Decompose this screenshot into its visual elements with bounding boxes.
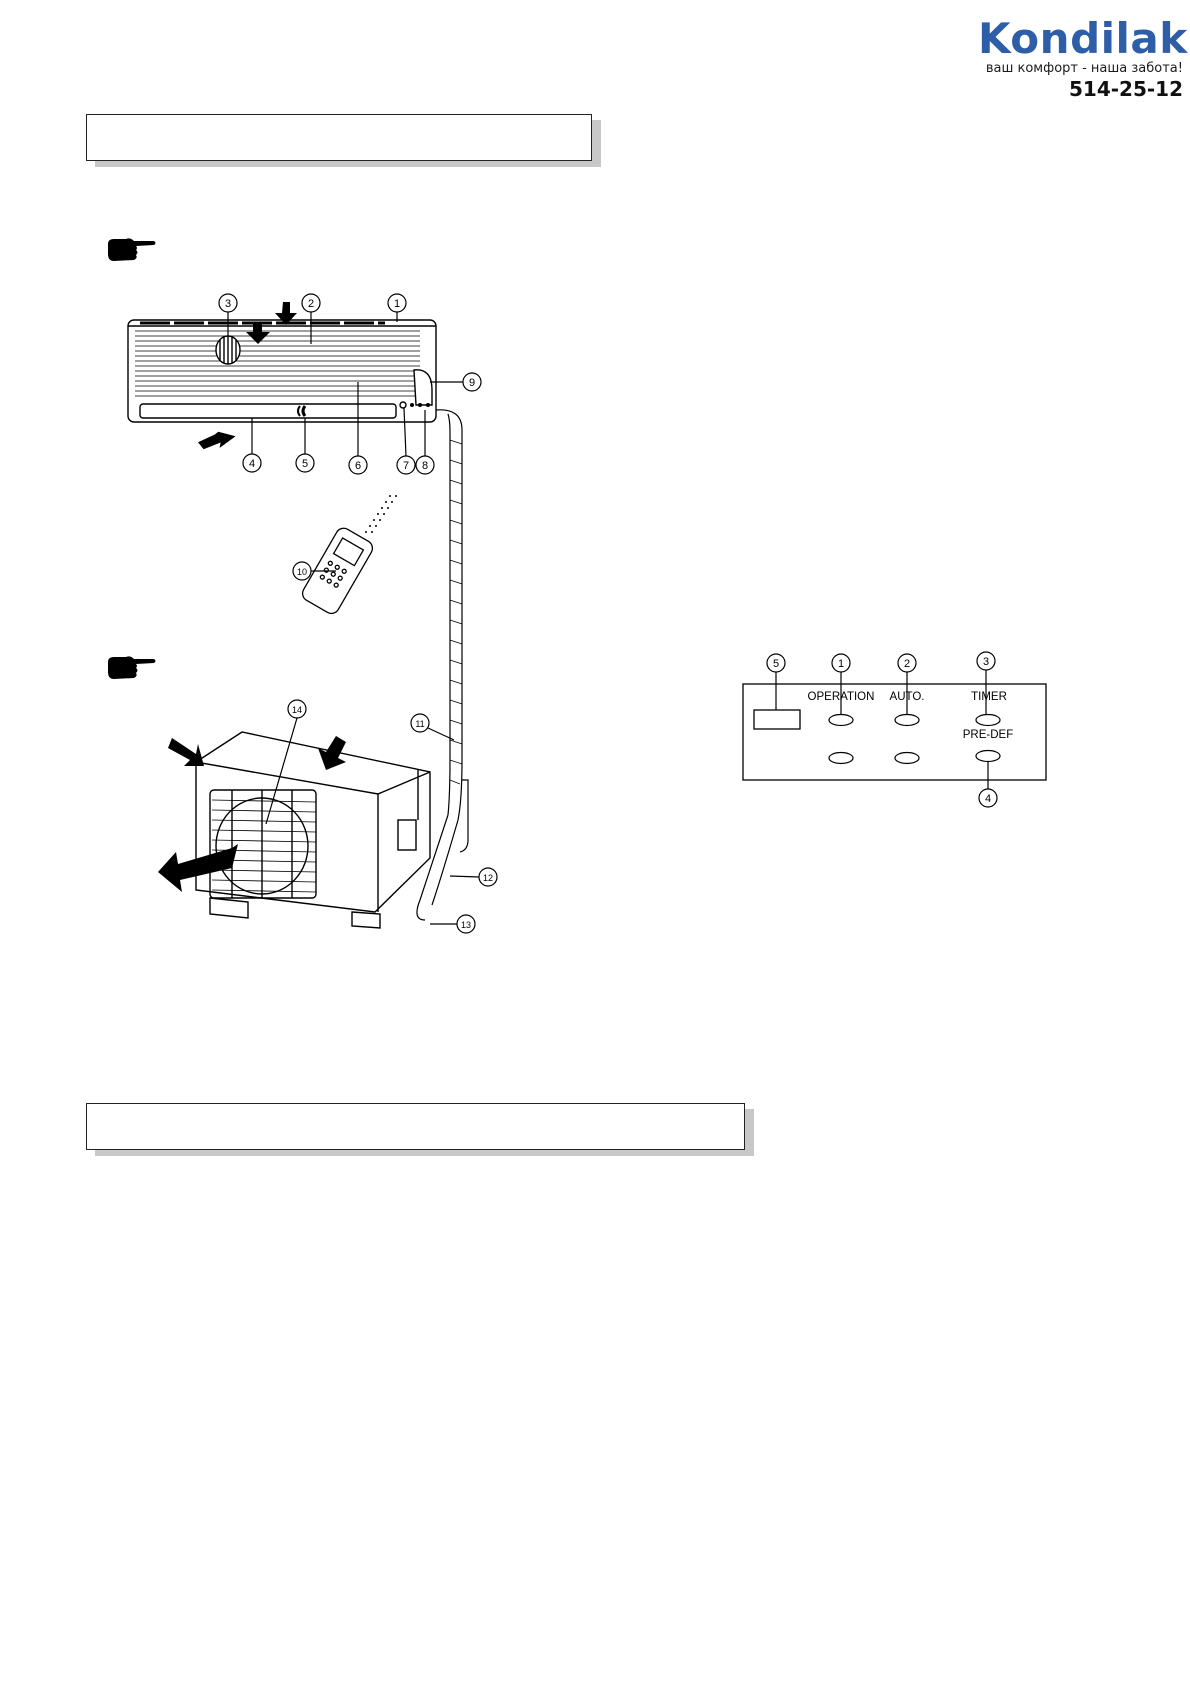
callout-2: 2 [308,298,314,310]
callout-13: 13 [461,920,471,930]
timer-label: TIMER [971,691,1007,703]
indicator-led [894,751,920,765]
callout-8: 8 [422,460,428,472]
auto-label: AUTO. [890,691,925,703]
indicator-led [828,751,854,765]
remote-control [301,527,374,615]
pointing-hand-icon [108,238,156,261]
panel-callout-4: 4 [985,793,991,805]
brand-logo: Kondilak [978,14,1188,63]
connecting-pipe [416,409,469,921]
brand-tagline: ваш комфорт - наша забота! [985,61,1183,76]
operation-led [828,713,854,727]
callout-4: 4 [249,458,255,470]
callout-5: 5 [302,458,308,470]
callout-markers [218,293,498,934]
callout-10: 10 [297,567,307,577]
callout-12: 12 [483,873,493,883]
auto-led [894,713,920,727]
control-panel-diagram: 5 1 2 3 4 OPERATION AUTO. TIMER PRE-DEF [742,651,1047,808]
indoor-unit [127,319,437,423]
section-header-box-2 [86,1103,745,1150]
callout-9: 9 [469,377,475,389]
callout-11: 11 [415,719,424,729]
predef-led [975,749,1001,763]
section-header-box-1 [86,114,592,161]
panel-callout-2: 2 [904,658,910,670]
display-window [753,709,801,730]
panel-callout-3: 3 [983,656,989,668]
panel-callout-1: 1 [838,658,844,670]
timer-led [975,713,1001,727]
operation-label: OPERATION [808,691,875,703]
callout-14: 14 [292,705,302,715]
callout-7: 7 [403,460,409,472]
outdoor-unit [195,731,431,929]
callout-3: 3 [225,298,231,310]
callout-1: 1 [394,298,400,310]
pointing-hand-icon [108,656,156,679]
predef-label: PRE-DEF [963,729,1013,741]
panel-callout-5: 5 [773,658,779,670]
callout-6: 6 [355,460,361,472]
brand-phone: 514-25-12 [1068,77,1183,101]
